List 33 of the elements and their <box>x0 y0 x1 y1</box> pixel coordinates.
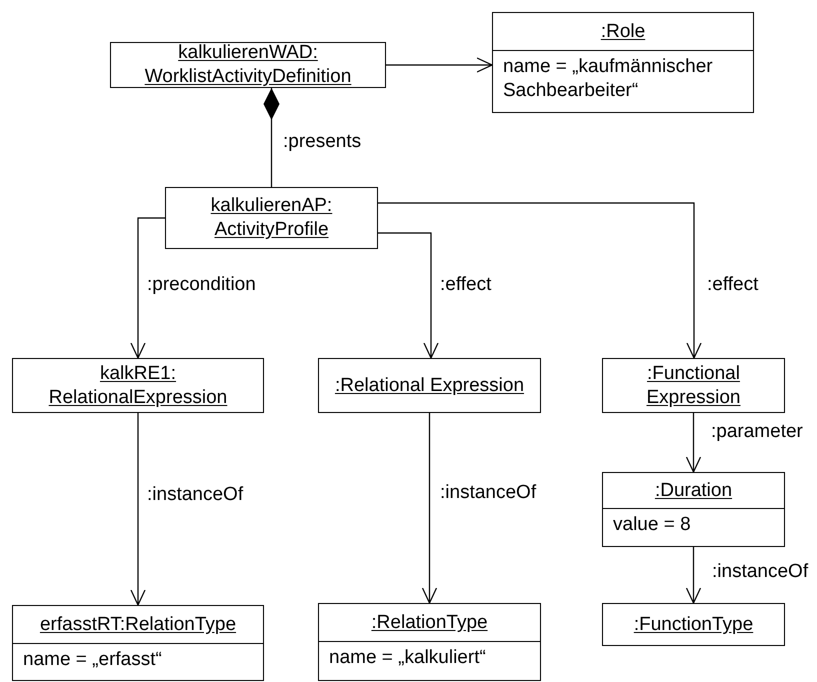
arrow <box>130 413 146 606</box>
object-box <box>12 605 264 681</box>
composition-line <box>264 88 280 187</box>
arrow <box>422 413 438 604</box>
object-box <box>12 358 264 413</box>
object-name: :RelationType <box>371 610 488 634</box>
object-name: kalkRE1: RelationalExpression <box>48 362 228 410</box>
object-box <box>492 12 754 113</box>
object-box <box>602 472 785 547</box>
object-name: kalkulierenWAD: WorklistActivityDefinition <box>144 41 352 89</box>
object-name: :FunctionType <box>634 612 754 636</box>
arrow <box>686 413 702 473</box>
object-box <box>110 42 386 88</box>
object-box <box>318 358 541 413</box>
object-name: erfasstRT:RelationType <box>40 612 236 636</box>
object-box <box>318 603 541 681</box>
arrow <box>378 202 702 359</box>
object-name: :Role <box>600 20 646 44</box>
arrow <box>130 217 165 359</box>
object-name: :Relational Expression <box>334 374 524 398</box>
attribute-text: name = „erfasst“ <box>23 649 162 670</box>
object-box <box>165 187 378 249</box>
attribute-text: value = 8 <box>613 514 691 535</box>
arrow <box>378 232 439 359</box>
arrow <box>686 547 702 604</box>
attribute-text: name = „kaufmännischer Sachbearbeiter“ <box>503 56 713 101</box>
object-box <box>602 603 785 646</box>
arrow <box>386 57 493 73</box>
object-name: :Functional Expression <box>646 362 742 410</box>
object-box <box>602 358 785 413</box>
attribute-text: name = „kalkuliert“ <box>329 647 486 668</box>
object-name: :Duration <box>654 478 732 502</box>
object-name: kalkulierenAP: ActivityProfile <box>210 194 334 242</box>
